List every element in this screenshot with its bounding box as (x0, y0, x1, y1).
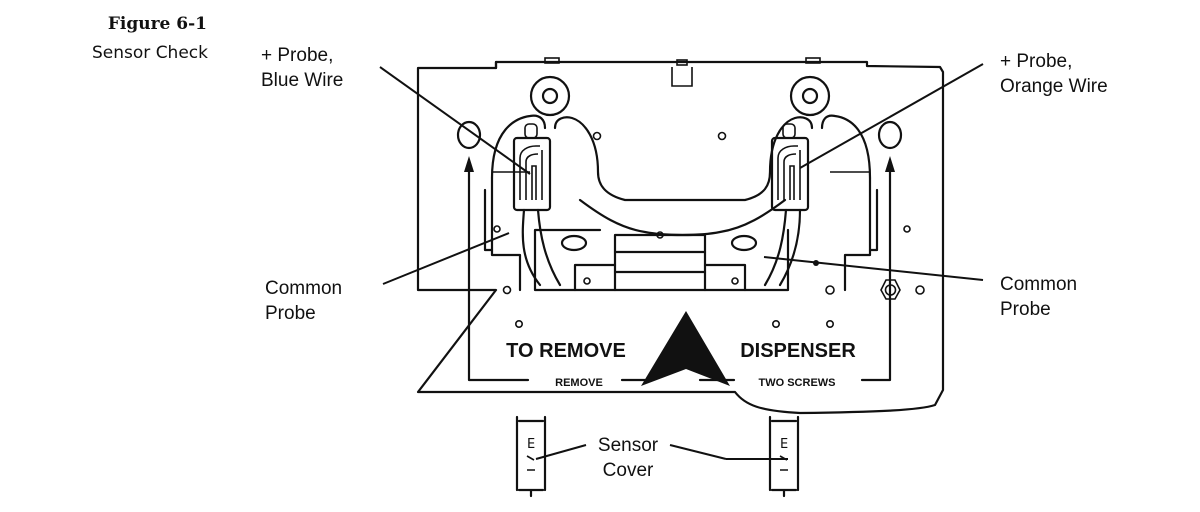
top-tab-center (671, 67, 693, 87)
probe-head-left (512, 123, 552, 212)
removal-arrows (464, 156, 895, 382)
sensor-bracket (483, 114, 879, 292)
right-wire-channel (763, 208, 802, 287)
callout-probe-orange: + Probe, Orange Wire (1000, 51, 1108, 97)
figure-title: Sensor Check (92, 43, 208, 63)
callout-probe-blue-line1: + Probe, (261, 45, 333, 66)
sensor-cover-left: E (515, 415, 547, 498)
callout-common-right-line1: Common (1000, 274, 1077, 295)
mounting-rings (529, 75, 831, 117)
svg-text:E: E (527, 437, 535, 452)
callout-common-left-line2: Probe (265, 303, 316, 324)
probe-head-right (770, 123, 810, 212)
plate-outline (416, 60, 945, 415)
callout-common-left-line1: Common (265, 278, 342, 299)
leader-common-left (382, 232, 510, 285)
oval-hole-right (877, 120, 903, 150)
small-holes (493, 131, 925, 328)
callout-common-right-line2: Probe (1000, 299, 1051, 320)
plate-text-to-remove: TO REMOVE (506, 340, 626, 362)
callout-sensor-cover-line2: Cover (603, 460, 654, 481)
left-wire-channel (521, 208, 562, 287)
leader-probe-blue (379, 66, 531, 175)
top-tab-left (544, 57, 560, 64)
figure-number: Figure 6-1 (107, 14, 207, 34)
sensor-cover-right: E (768, 415, 800, 498)
svg-text:E: E (780, 437, 788, 452)
plate-text-remove: REMOVE (555, 377, 603, 389)
top-tab-right (805, 57, 821, 64)
callout-sensor-cover-line1: Sensor (598, 435, 659, 456)
dispenser-plate (416, 57, 945, 415)
callout-common-left: Common Probe (265, 278, 342, 324)
leader-sensor-cover-left (535, 444, 587, 460)
direction-arrowhead (641, 311, 730, 386)
callout-probe-blue: + Probe, Blue Wire (261, 45, 343, 91)
callout-common-right: Common Probe (1000, 274, 1077, 320)
callout-probe-orange-line2: Orange Wire (1000, 76, 1108, 97)
leader-lines (379, 63, 984, 460)
plate-text-two-screws: TWO SCREWS (759, 377, 836, 389)
callout-sensor-cover: Sensor Cover (598, 435, 659, 481)
oval-hole-left (456, 120, 482, 150)
leader-common-right (763, 256, 984, 281)
plate-text-dispenser: DISPENSER (740, 340, 856, 362)
callout-probe-blue-line2: Blue Wire (261, 70, 343, 91)
center-block (613, 233, 707, 292)
leader-probe-orange (799, 63, 984, 169)
callout-probe-orange-line1: + Probe, (1000, 51, 1072, 72)
